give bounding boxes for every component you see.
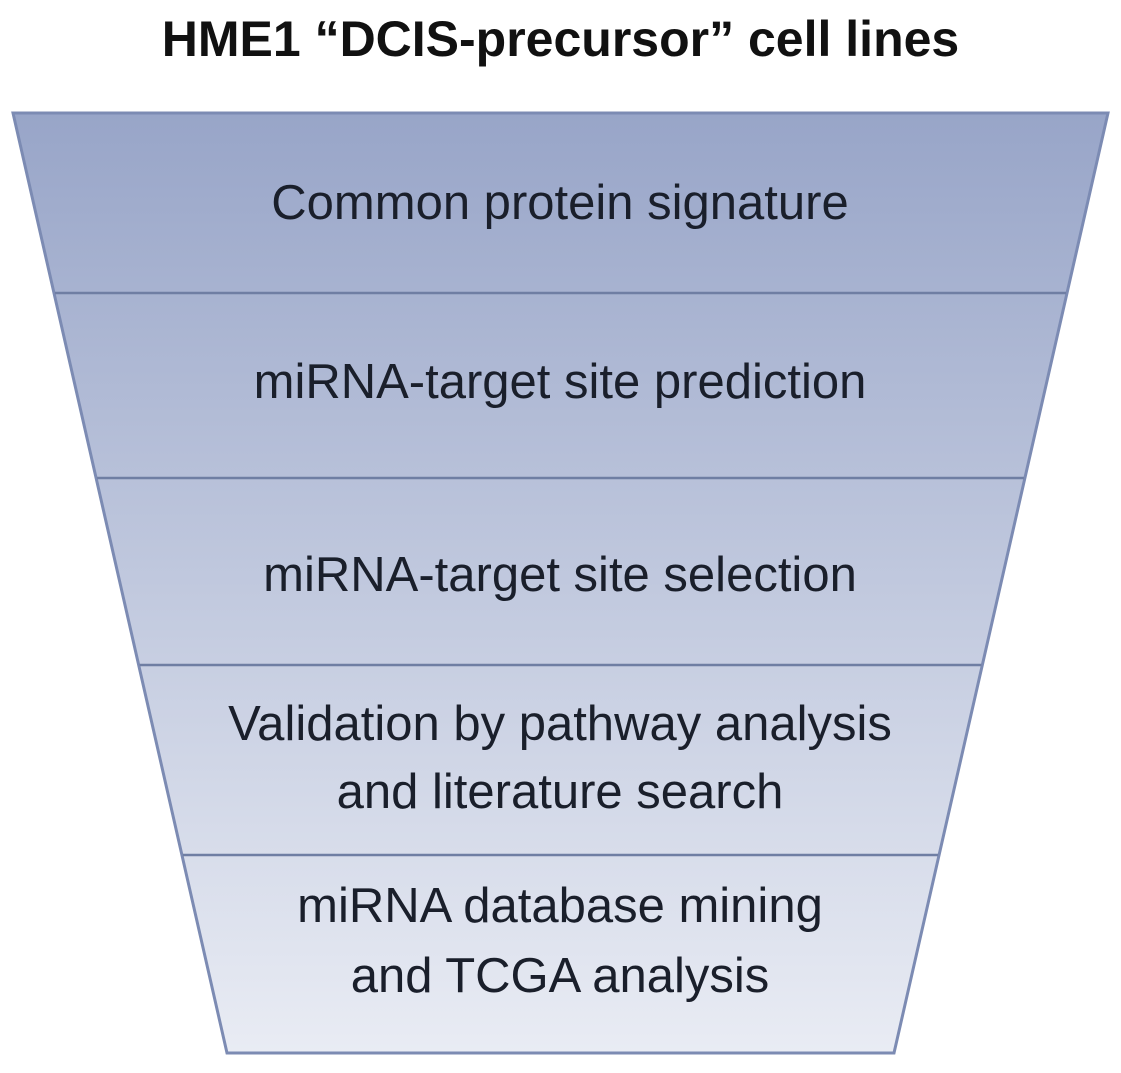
stage-label: and literature search bbox=[337, 765, 784, 819]
stage-label: Common protein signature bbox=[271, 176, 848, 230]
stage-label: miRNA-target site selection bbox=[263, 548, 857, 602]
funnel-stage-4: Validation by pathway analysis and litera… bbox=[228, 697, 892, 819]
funnel-stage-5: miRNA database mining and TCGA analysis bbox=[297, 879, 823, 1003]
stage-label: and TCGA analysis bbox=[351, 949, 770, 1003]
stage-labels: Common protein signature miRNA-target sit… bbox=[228, 176, 892, 1003]
funnel-stage-3: miRNA-target site selection bbox=[263, 548, 857, 602]
stage-label: miRNA database mining bbox=[297, 879, 823, 933]
funnel-shape bbox=[11, 111, 1110, 1055]
stage-dividers bbox=[54, 291, 1067, 857]
funnel-stage-1: Common protein signature bbox=[271, 176, 848, 230]
funnel-stage-2: miRNA-target site prediction bbox=[254, 355, 867, 409]
stage-label: Validation by pathway analysis bbox=[228, 697, 892, 751]
stage-label: miRNA-target site prediction bbox=[254, 355, 867, 409]
diagram-title: HME1 “DCIS-precursor” cell lines bbox=[161, 11, 960, 67]
